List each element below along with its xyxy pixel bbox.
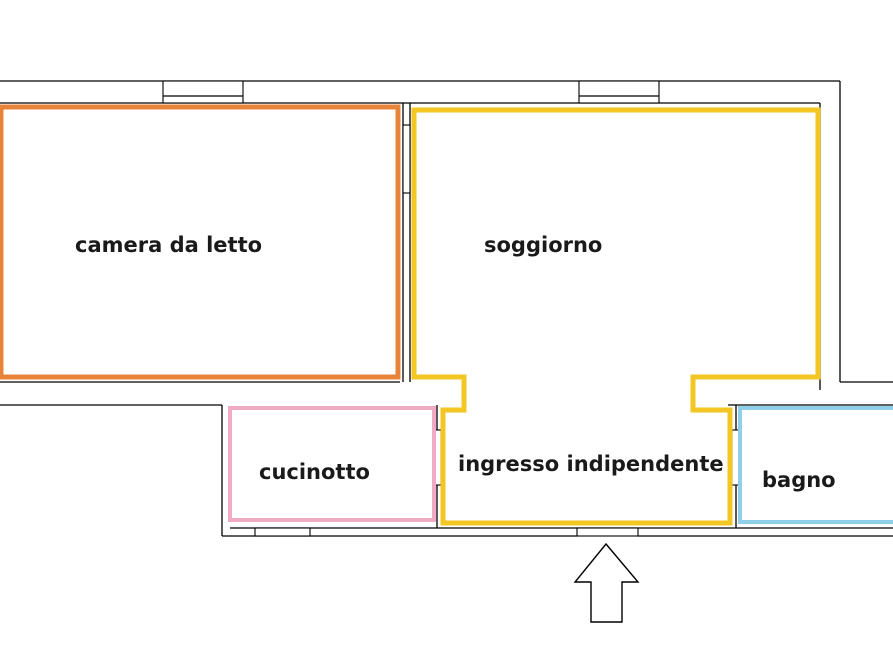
- room-bagno-outline: [738, 406, 893, 524]
- room-cucinotto-outline: [228, 406, 436, 522]
- window-kitchen: [254, 527, 311, 537]
- walls: [0, 80, 893, 537]
- entrance-arrow-icon: [573, 542, 640, 623]
- room-label-cucinotto: cucinotto: [259, 460, 370, 484]
- room-soggiorno-outline: [411, 107, 821, 526]
- room-camera-outline: [0, 104, 401, 380]
- room-label-bagno: bagno: [762, 468, 836, 492]
- door-bedroom-living: [402, 124, 411, 194]
- room-label-ingresso: ingresso indipendente: [458, 452, 724, 476]
- openings: [162, 80, 741, 537]
- window-bedroom: [162, 80, 244, 104]
- window-living: [578, 80, 660, 104]
- room-label-camera: camera da letto: [75, 233, 262, 257]
- door-entrance: [576, 527, 639, 537]
- room-label-soggiorno: soggiorno: [484, 233, 602, 257]
